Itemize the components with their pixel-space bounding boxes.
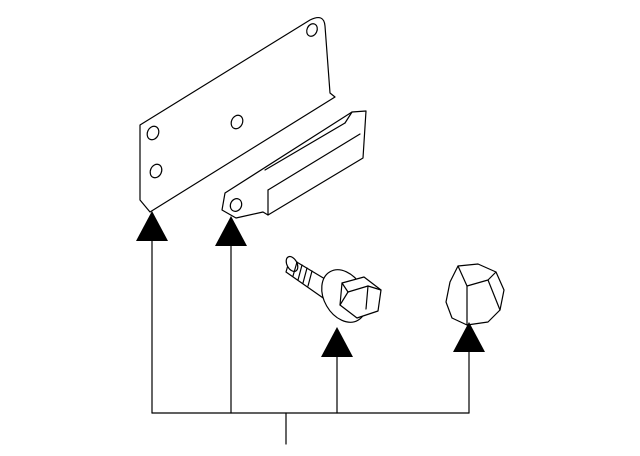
- hex-cap: [445, 263, 505, 326]
- mounting-hole: [229, 198, 243, 212]
- arrow-marker: [215, 216, 247, 246]
- arrow-marker: [453, 322, 485, 352]
- mounting-hole: [146, 125, 160, 141]
- mounting-hole: [306, 23, 318, 37]
- large-bracket-plate: [139, 16, 336, 213]
- flange-bolt: [285, 255, 382, 323]
- arrow-marker: [321, 327, 353, 357]
- callout-arrows: [136, 211, 485, 357]
- small-bracket-plate: [221, 110, 367, 219]
- mounting-hole: [149, 163, 163, 179]
- callout-leaders: [151, 239, 470, 445]
- arrow-marker: [136, 211, 168, 241]
- mounting-hole: [230, 114, 244, 130]
